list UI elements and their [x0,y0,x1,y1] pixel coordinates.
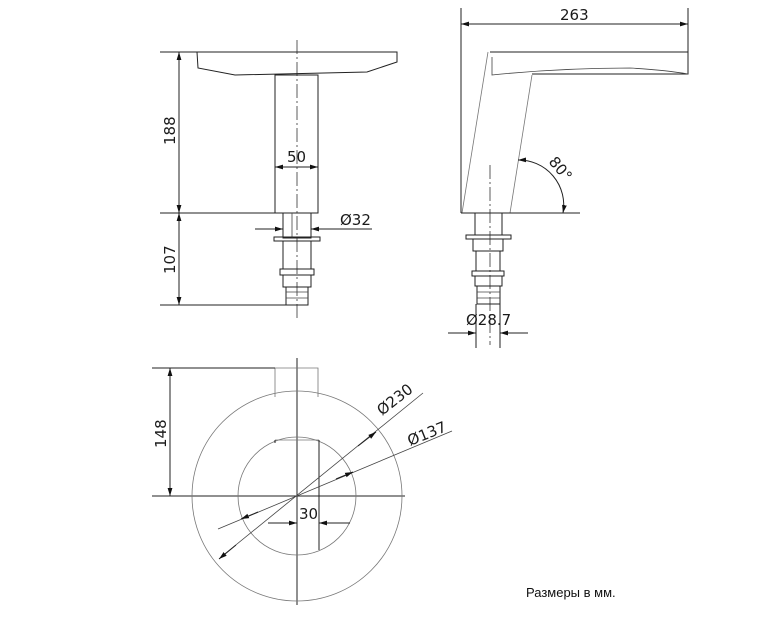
dim-depth-148: 148 [152,419,170,448]
front-view [160,40,398,318]
dim-connector-diameter-32: Ø32 [340,211,371,229]
dim-connector-diameter-28-7: Ø28.7 [466,311,511,329]
dim-inner-diameter-137: Ø137 [405,418,449,450]
units-note: Размеры в мм. [526,585,616,600]
dim-height-107: 107 [161,245,179,274]
dim-angle-80: 80° [545,153,576,185]
dim-stem-width-50: 50 [287,148,306,166]
dim-height-188: 188 [161,116,179,145]
side-view [448,8,689,348]
dim-length-263: 263 [560,6,589,24]
dim-outer-diameter-230: Ø230 [373,380,416,419]
dim-offset-30: 30 [299,505,318,523]
top-view [152,358,453,605]
